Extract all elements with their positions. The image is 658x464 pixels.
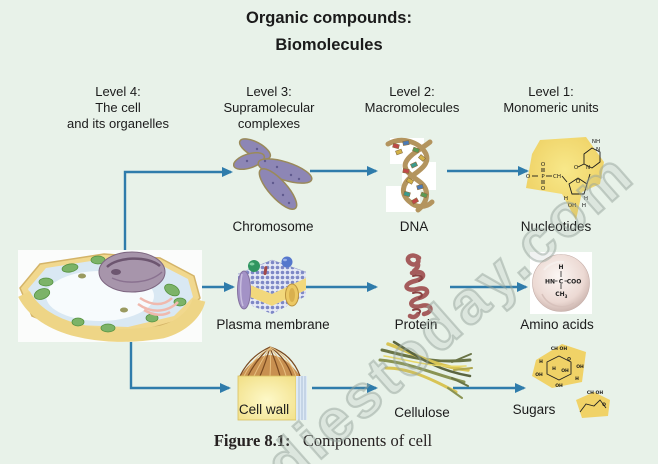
sugar-o-label: O: [602, 402, 606, 408]
plasma-membrane-icon: [237, 256, 307, 314]
label-protein: Protein: [394, 317, 438, 332]
sugar-oh-label: OH: [561, 368, 569, 374]
level3-line2: Supramolecular: [223, 100, 315, 115]
cell-wall-icon: [237, 346, 307, 421]
amino-h-label: H: [558, 264, 563, 271]
level1-line1: Level 1:: [528, 84, 574, 99]
nucleotide-o-label: O: [541, 186, 546, 192]
nucleotides-illustration: O O P O CH O N N NH O H H OH H: [512, 136, 607, 241]
sugar-oh-label: OH: [535, 372, 543, 378]
sugar-icon: CH OH O H OH OH H OH H OH CH OH O: [532, 344, 610, 418]
amino-coo-label: COO: [567, 279, 582, 286]
figure-title-line1: Organic compounds:: [246, 9, 412, 27]
nucleotide-oh-label: OH: [568, 203, 576, 209]
plant-cell-icon: [18, 250, 206, 342]
nucleotide-nh-label: NH: [592, 139, 600, 145]
column-header-level2: Level 2: Macromolecules: [332, 84, 492, 116]
level4-line1: Level 4:: [95, 84, 141, 99]
sugar-oh-label: OH: [555, 383, 563, 389]
caption-number: Figure 8.1:: [213, 431, 291, 450]
sugar-o-label: O: [567, 357, 571, 363]
level3-line1: Level 3:: [246, 84, 292, 99]
level2-line2: Macromolecules: [364, 100, 460, 115]
plasma-membrane-illustration: [230, 250, 310, 323]
nucleotide-h-label: H: [584, 196, 588, 202]
protein-illustration: [396, 250, 436, 325]
arrow-cell-to-cell-wall: [129, 331, 231, 393]
label-chromosome: Chromosome: [232, 219, 314, 234]
amino-hn-label: HN: [545, 279, 555, 286]
amino-acids-illustration: H HN C COO CH 3: [530, 252, 592, 319]
amino-c-label: C: [559, 279, 564, 286]
label-plasma-membrane: Plasma membrane: [216, 317, 330, 332]
sugar-ch2oh-label: CH OH: [587, 390, 603, 396]
column-header-level3: Level 3: Supramolecular complexes: [189, 84, 349, 132]
column-header-level1: Level 1: Monomeric units: [471, 84, 631, 116]
label-sugars: Sugars: [512, 402, 556, 417]
amino-ch-label: CH: [555, 291, 564, 298]
sugar-h-label: H: [552, 366, 556, 372]
level2-line1: Level 2:: [389, 84, 435, 99]
cellulose-icon: [378, 340, 473, 399]
level3-line3: complexes: [237, 116, 301, 131]
nucleotide-o-label: O: [541, 162, 546, 168]
nucleotide-n-label: N: [596, 147, 600, 153]
nucleotide-ch-label: CH: [553, 174, 561, 180]
protein-icon: [404, 253, 433, 320]
sugar-ch2oh-label: CH OH: [551, 346, 567, 352]
amino-acid-icon: H HN C COO CH 3: [530, 252, 592, 314]
sugar-h-label: H: [539, 359, 543, 365]
dna-icon: [385, 137, 436, 213]
sugar-h-label: H: [575, 376, 579, 382]
arrow-cell-to-chromosome: [123, 167, 233, 256]
figure-caption: Figure 8.1: Components of cell: [0, 431, 646, 451]
cellulose-illustration: [378, 340, 473, 407]
figure-title-line2: Biomolecules: [275, 36, 383, 54]
chromosome-icon: [232, 138, 313, 210]
label-dna: DNA: [399, 219, 429, 234]
level4-line3: and its organelles: [67, 116, 169, 131]
column-header-level4: Level 4: The cell and its organelles: [38, 84, 198, 132]
sugar-oh-label: OH: [576, 364, 584, 370]
level4-line2: The cell: [95, 100, 141, 115]
chromosome-illustration: [232, 137, 315, 220]
amino-3-label: 3: [565, 294, 568, 299]
cell-wall-illustration: [236, 346, 310, 427]
nucleotide-icon: O O P O CH O N N NH O H H OH H: [526, 137, 604, 220]
cell-illustration: [12, 242, 208, 349]
label-cell-wall: Cell wall: [238, 402, 290, 417]
level1-line2: Monomeric units: [503, 100, 599, 115]
nucleotide-h-label: H: [564, 196, 568, 202]
label-amino-acids: Amino acids: [520, 317, 594, 332]
nucleotide-p-label: P: [541, 174, 545, 180]
nucleotide-n-label: N: [586, 165, 590, 171]
nucleotide-o-label: O: [576, 179, 581, 185]
sugars-illustration: CH OH O H OH OH H OH H OH CH OH O: [528, 342, 613, 429]
figure-title: Organic compounds: Biomolecules: [0, 5, 658, 59]
nucleotide-h-label: H: [582, 203, 586, 209]
caption-text: Components of cell: [302, 431, 433, 450]
label-cellulose: Cellulose: [394, 405, 450, 420]
dna-illustration: [376, 136, 448, 221]
nucleotide-o-label: O: [526, 174, 531, 180]
nucleotide-o-label: O: [574, 165, 579, 171]
label-nucleotides: Nucleotides: [520, 219, 592, 234]
